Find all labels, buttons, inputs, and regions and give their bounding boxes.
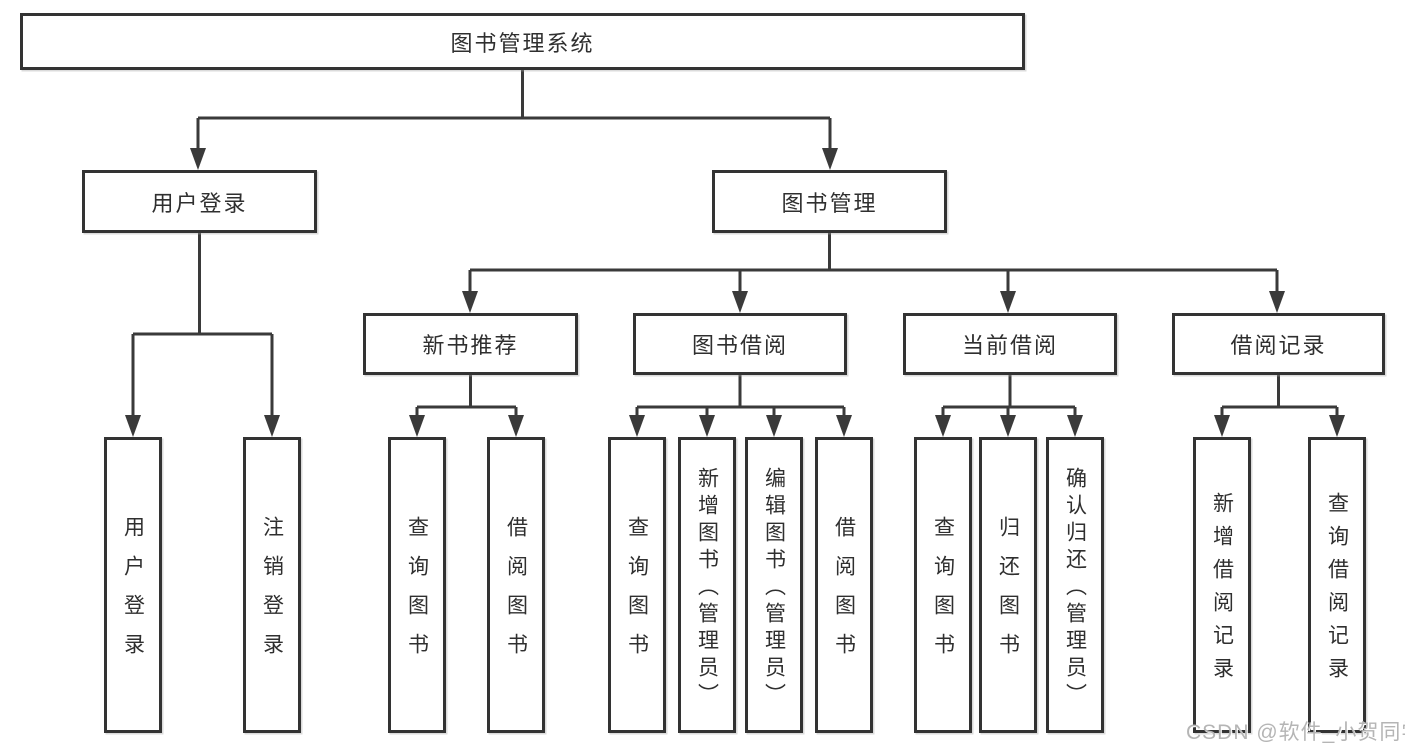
- leaf-logout: 注销登录: [243, 437, 301, 733]
- node-current-borrowing-label: 当前借阅: [961, 333, 1058, 358]
- leaf-bb-add-books-admin: 新增图书（管理员）: [678, 437, 736, 733]
- node-book-borrowing-label: 图书借阅: [691, 333, 788, 358]
- connector-book-borrowing-to-leaves: [635, 375, 846, 418]
- leaf-br-query-record-label: 查询借阅记录: [1325, 492, 1349, 690]
- leaf-user-login-label: 用户登录: [121, 516, 145, 672]
- node-current-borrowing: 当前借阅: [903, 313, 1117, 375]
- node-borrowing-records: 借阅记录: [1172, 313, 1385, 375]
- connector-borrowing-records-to-leaves: [1220, 375, 1339, 418]
- arrowheads: [125, 148, 1345, 437]
- leaf-cb-return-books: 归还图书: [979, 437, 1037, 733]
- leaf-cb-query-books-label: 查询图书: [931, 516, 955, 672]
- leaf-br-add-record-label: 新增借阅记录: [1210, 492, 1234, 690]
- leaf-bb-edit-books-admin-label: 编辑图书（管理员）: [762, 466, 786, 710]
- leaf-cb-query-books: 查询图书: [914, 437, 972, 733]
- leaf-bb-edit-books-admin: 编辑图书（管理员）: [745, 437, 803, 733]
- connector-book-management-to-level3: [468, 233, 1279, 294]
- leaf-br-add-record: 新增借阅记录: [1193, 437, 1251, 733]
- leaf-nb-query-books-label: 查询图书: [405, 516, 429, 672]
- leaf-nb-borrow-books: 借阅图书: [487, 437, 545, 733]
- leaf-nb-borrow-books-label: 借阅图书: [504, 516, 528, 672]
- connector-root-to-level2: [196, 70, 832, 150]
- csdn-watermark: CSDN @软件_小贺同学: [1186, 721, 1405, 744]
- node-new-book-recommend: 新书推荐: [363, 313, 578, 375]
- leaf-logout-label: 注销登录: [260, 516, 284, 672]
- connector-current-borrowing-to-leaves: [941, 375, 1077, 418]
- leaf-nb-query-books: 查询图书: [388, 437, 446, 733]
- node-new-book-recommend-label: 新书推荐: [422, 333, 519, 358]
- node-user-login-label: 用户登录: [151, 190, 248, 216]
- connector-user-login-to-leaves: [131, 233, 274, 418]
- leaf-cb-return-books-label: 归还图书: [996, 516, 1020, 672]
- leaf-br-query-record: 查询借阅记录: [1308, 437, 1366, 733]
- leaf-cb-confirm-return-admin-label: 确认归还（管理员）: [1063, 466, 1087, 710]
- leaf-bb-query-books: 查询图书: [608, 437, 666, 733]
- node-borrowing-records-label: 借阅记录: [1230, 333, 1327, 358]
- leaf-bb-borrow-books: 借阅图书: [815, 437, 873, 733]
- node-system-root: 图书管理系统: [20, 13, 1025, 70]
- connector-new-book-recommend-to-leaves: [415, 375, 518, 418]
- leaf-bb-borrow-books-label: 借阅图书: [832, 516, 856, 672]
- node-user-login: 用户登录: [82, 170, 317, 233]
- node-system-root-label: 图书管理系统: [450, 30, 595, 56]
- leaf-cb-confirm-return-admin: 确认归还（管理员）: [1046, 437, 1104, 733]
- leaf-user-login: 用户登录: [104, 437, 162, 733]
- node-book-management-label: 图书管理: [781, 190, 878, 216]
- node-book-borrowing: 图书借阅: [633, 313, 847, 375]
- node-book-management: 图书管理: [712, 170, 947, 233]
- leaf-bb-query-books-label: 查询图书: [625, 516, 649, 672]
- leaf-bb-add-books-admin-label: 新增图书（管理员）: [695, 466, 719, 710]
